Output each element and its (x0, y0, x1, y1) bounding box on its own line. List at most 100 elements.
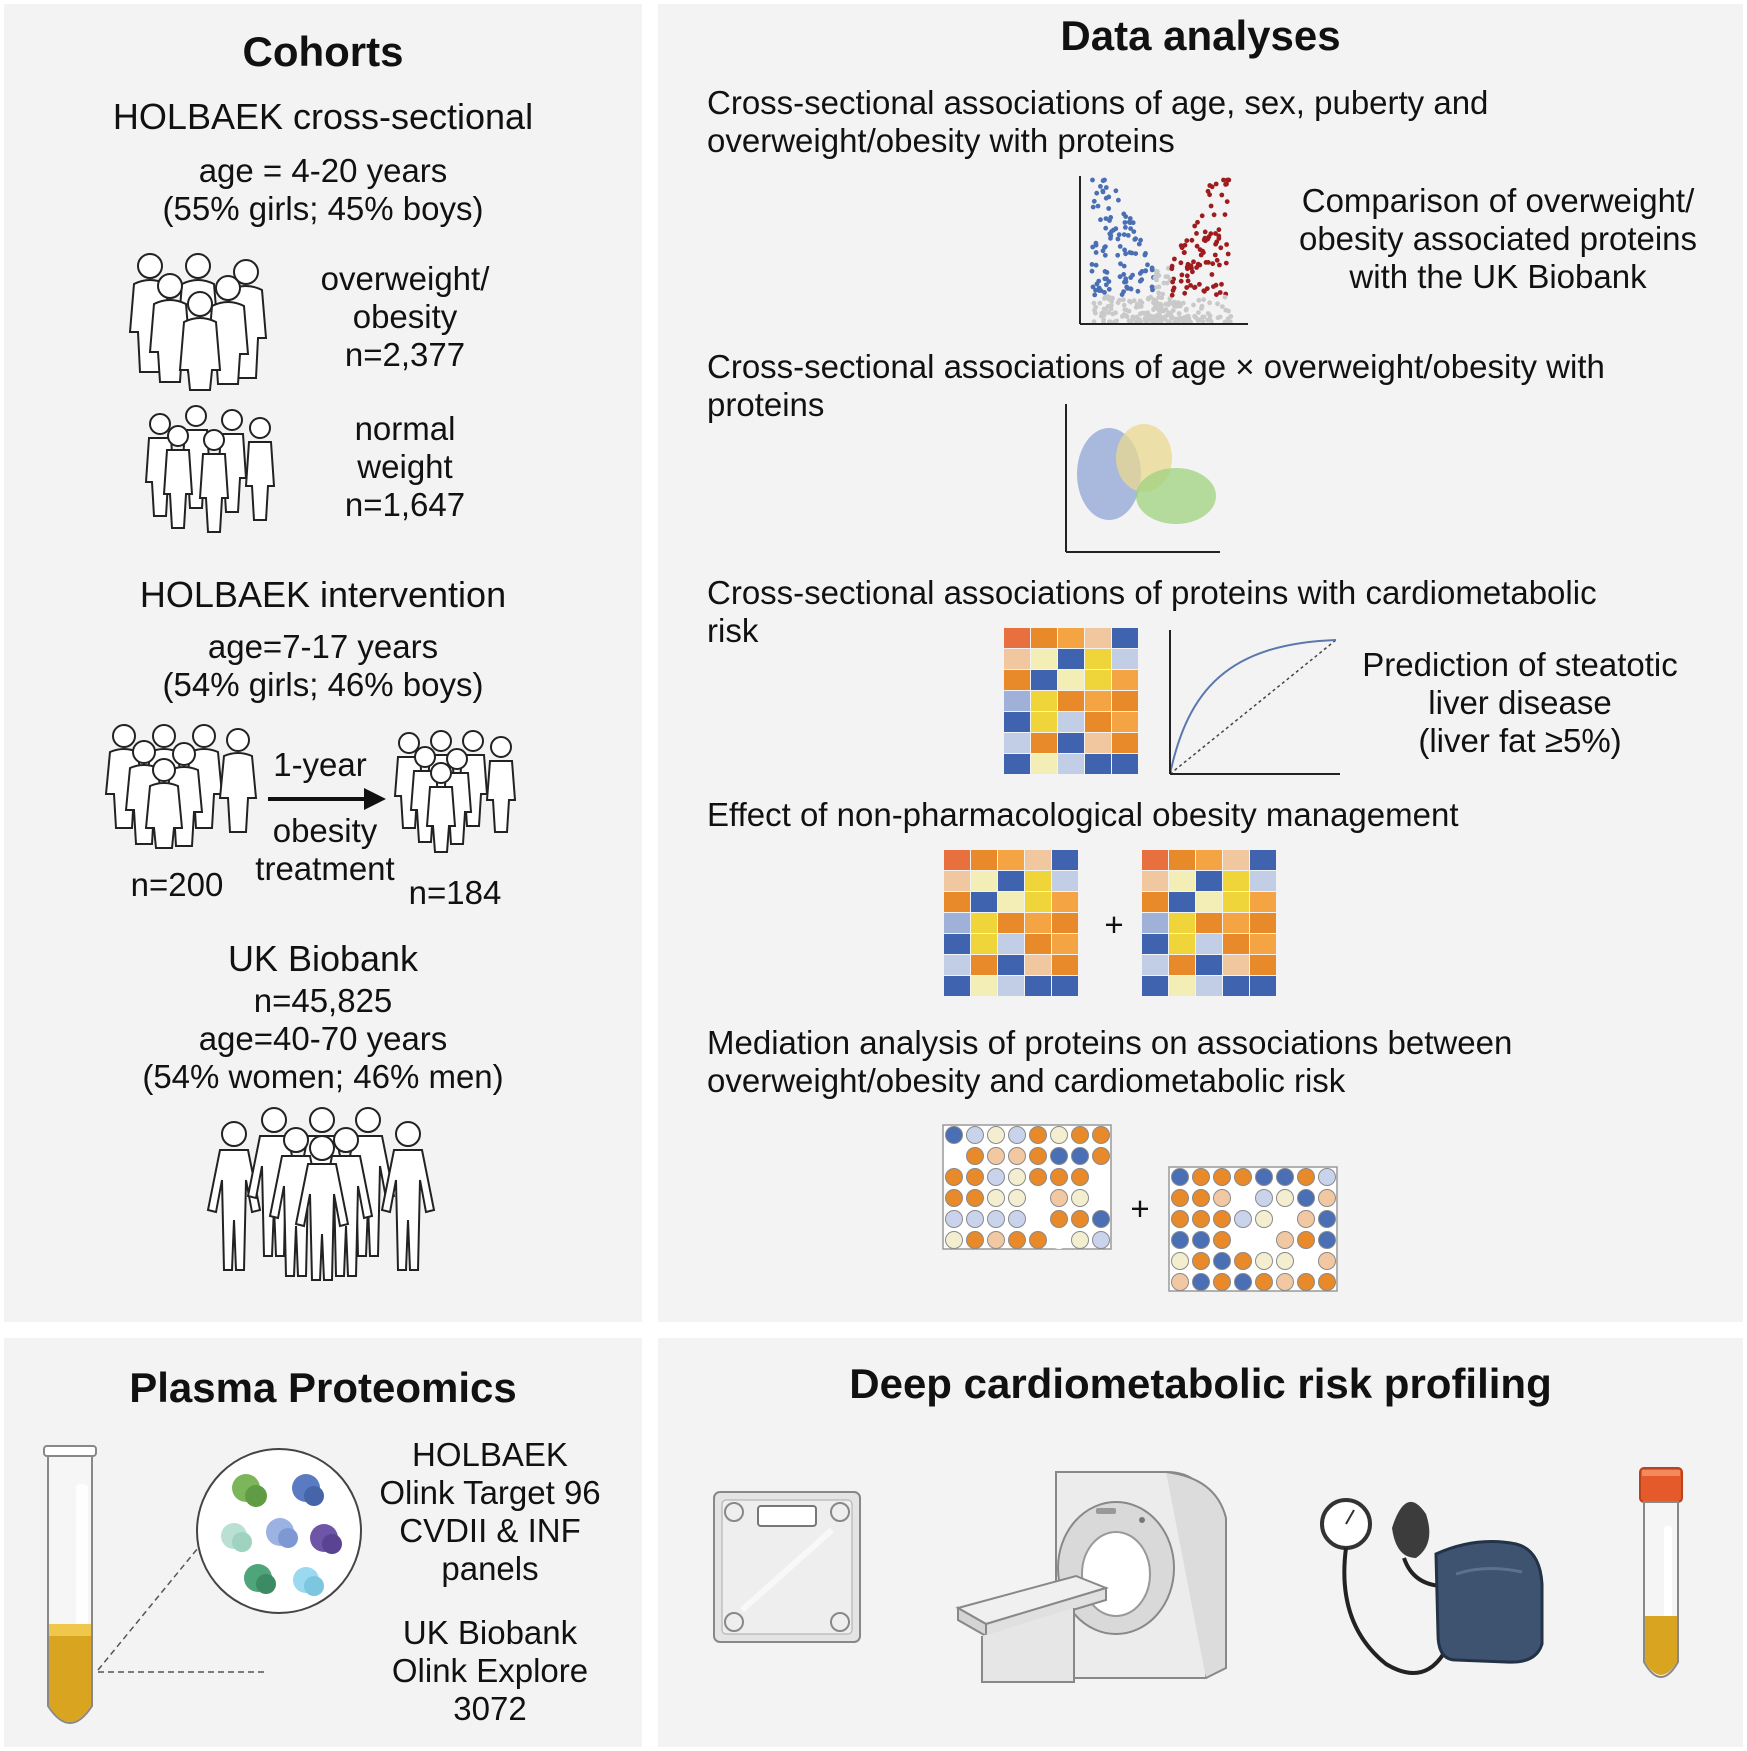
volcano-point (1106, 310, 1111, 315)
heatmap-cell (971, 976, 997, 996)
holbaek-cs-sex: (55% girls; 45% boys) (162, 190, 484, 227)
heatmap-cell (1196, 976, 1222, 996)
volcano-point (1145, 262, 1150, 268)
volcano-point (1196, 310, 1201, 315)
normal-weight-n: n=1,647 (344, 486, 466, 523)
dot-matrix-point (966, 1126, 984, 1144)
volcano-point (1089, 268, 1095, 274)
dot-matrix-point (1171, 1231, 1189, 1249)
volcano-point (1199, 213, 1205, 219)
dot-matrix-point (1297, 1168, 1315, 1186)
volcano-point (1090, 244, 1096, 250)
analysis-4-line-1: Effect of non-pharmacological obesity ma… (707, 796, 1459, 833)
volcano-point (1093, 304, 1099, 310)
dot-matrix-point (1008, 1210, 1026, 1228)
heatmap-cell (1112, 670, 1138, 690)
analysis-4-text: Effect of non-pharmacological obesity ma… (707, 796, 1459, 834)
volcano-point (1213, 241, 1218, 247)
volcano-point (1223, 182, 1228, 187)
volcano-point (1106, 206, 1112, 211)
analysis-3-line-2: risk (707, 612, 759, 649)
volcano-point (1093, 250, 1099, 255)
volcano-point (1125, 233, 1131, 238)
volcano-point (1223, 260, 1229, 266)
heatmap-cell (1031, 712, 1057, 732)
volcano-point (1192, 313, 1197, 319)
volcano-point (1188, 283, 1193, 288)
volcano-point (1121, 302, 1127, 308)
volcano-point (1118, 261, 1123, 267)
volcano-point (1089, 262, 1095, 267)
plus-sign-1: + (1104, 906, 1124, 943)
heatmap-cell (1142, 871, 1168, 891)
heatmap-cell (1004, 691, 1030, 711)
dot-matrix-point (1029, 1168, 1047, 1186)
ukb-n: n=45,825 (253, 982, 393, 1019)
volcano-point (1185, 278, 1191, 284)
dot-matrix-point (1008, 1189, 1026, 1207)
dot-matrix-point (1071, 1231, 1089, 1249)
heatmap-cell (944, 913, 970, 933)
volcano-point (1091, 300, 1097, 306)
volcano-point (1178, 260, 1184, 266)
volcano-point (1093, 262, 1099, 268)
overweight-label: overweight/ obesity n=2,377 (300, 260, 510, 374)
dot-matrix-point (1071, 1210, 1089, 1228)
heatmap-cell (1031, 691, 1057, 711)
volcano-point (1197, 281, 1202, 287)
volcano-point (1124, 284, 1130, 290)
dot-matrix-point (1255, 1168, 1273, 1186)
heatmap-cell (1223, 976, 1249, 996)
volcano-point (1154, 272, 1159, 278)
dot-matrix-point (1050, 1147, 1068, 1165)
volcano-point (1149, 284, 1155, 290)
volcano-point (1206, 234, 1212, 240)
heatmap-cell (971, 871, 997, 891)
dot-matrix-point (1276, 1168, 1294, 1186)
dot-matrix-point (1029, 1126, 1047, 1144)
heatmap-cell (1004, 649, 1030, 669)
volcano-point (1225, 251, 1231, 257)
volcano-point (1102, 276, 1108, 282)
volcano-point (1093, 240, 1099, 246)
heatmap-cell (1196, 871, 1222, 891)
volcano-point (1123, 225, 1128, 230)
zoom-lines-icon (97, 1525, 268, 1673)
heatmap-cell (1085, 754, 1111, 774)
cohorts-panel (4, 4, 642, 1322)
heatmap-cell (1004, 670, 1030, 690)
dot-matrix-point (945, 1147, 963, 1165)
volcano-point (1184, 285, 1190, 290)
volcano-point (1139, 277, 1145, 283)
dot-matrix-point (1234, 1231, 1252, 1249)
volcano-point (1221, 177, 1226, 183)
volcano-point (1196, 297, 1202, 303)
dot-matrix-point (945, 1231, 963, 1249)
dot-matrix-point (1276, 1189, 1294, 1207)
dot-matrix-point (1276, 1252, 1294, 1270)
volcano-point (1130, 314, 1136, 320)
volcano-point (1182, 290, 1188, 296)
dot-matrix-point (1050, 1126, 1068, 1144)
proteomics-ukb: UK Biobank Olink Explore 3072 (360, 1614, 620, 1728)
profiling-title: Deep cardiometabolic risk profiling (849, 1360, 1552, 1407)
heatmap-cell (1112, 691, 1138, 711)
heatmap-cell (1058, 712, 1084, 732)
volcano-point (1200, 319, 1206, 325)
dot-matrix-point (1171, 1189, 1189, 1207)
volcano-point (1119, 314, 1125, 319)
dot-matrix-point (1192, 1189, 1210, 1207)
volcano-point (1186, 316, 1192, 322)
heatmap-cell (1223, 892, 1249, 912)
volcano-point (1165, 302, 1171, 308)
volcano-point (1127, 250, 1133, 255)
proteomics-holbaek-line-1: HOLBAEK (412, 1436, 568, 1473)
volcano-point (1209, 272, 1215, 277)
dot-matrix-point (1318, 1210, 1336, 1228)
volcano-point (1178, 278, 1184, 284)
treatment-line-2: treatment (255, 850, 395, 887)
heatmap-cell (1058, 733, 1084, 753)
dot-matrix-point (1213, 1231, 1231, 1249)
volcano-point (1143, 268, 1148, 274)
volcano-point (1135, 288, 1141, 294)
